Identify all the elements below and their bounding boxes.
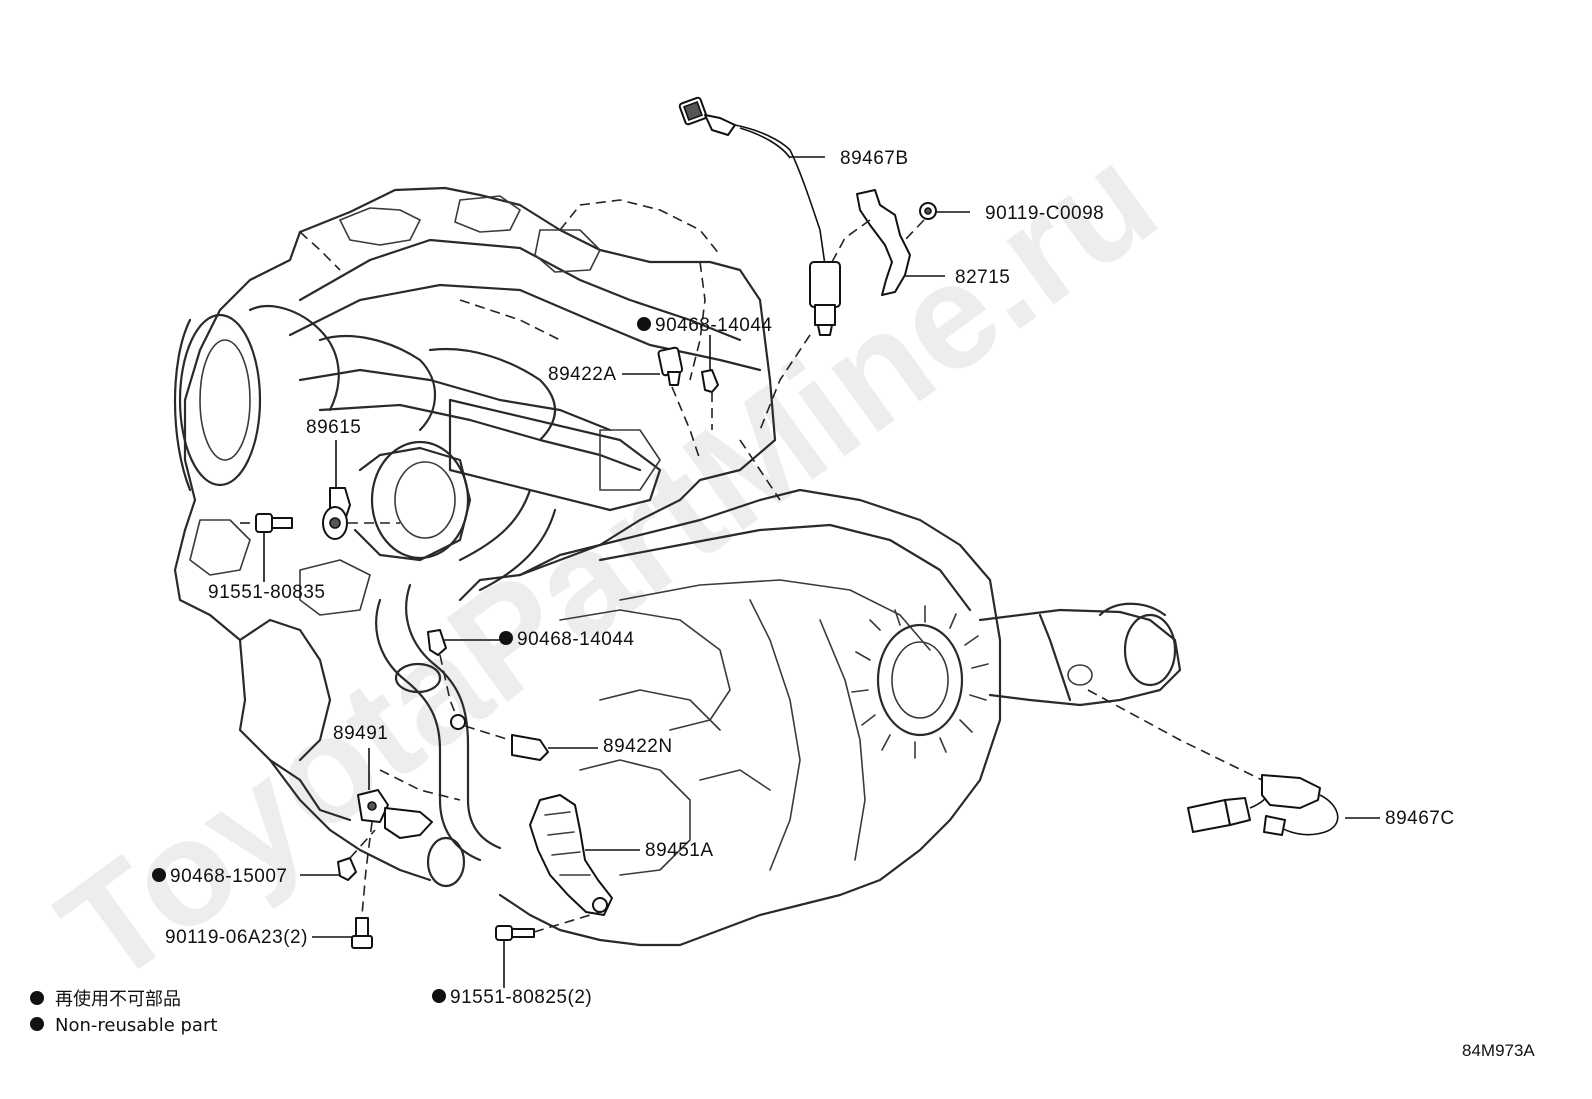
label-89467b: 89467B	[840, 148, 909, 169]
legend-text-jp: 再使用不可部品	[55, 989, 181, 1010]
knock-sensor-89615	[322, 487, 351, 540]
label-89615: 89615	[306, 417, 361, 438]
label-89422n: 89422N	[603, 736, 673, 757]
legend: 再使用不可部品 Non-reusable part	[30, 989, 217, 1036]
label-91551-80835: 91551-80835	[208, 582, 326, 603]
oxygen-sensor-89467c	[1187, 774, 1339, 836]
dash-90119-c0098	[904, 219, 925, 241]
bolt-91551-80825	[495, 925, 535, 941]
legend-marker-jp	[30, 991, 44, 1005]
label-89491: 89491	[333, 723, 388, 744]
engine-assembly-drawing	[173, 186, 1182, 947]
dash-89422a	[671, 386, 701, 461]
clip-90468-14044-mid	[427, 629, 447, 656]
clip-90468-15007	[337, 857, 357, 881]
label-90468-15007: 90468-15007	[170, 866, 288, 887]
dash-89467b	[759, 334, 811, 431]
oxygen-sensor-89467b	[678, 96, 841, 336]
label-90119-06a23: 90119-06A23(2)	[165, 927, 308, 948]
dash-90468-15007	[349, 829, 376, 859]
clamp-82715	[856, 189, 911, 296]
bolt-91551-80835	[255, 513, 293, 533]
label-82715: 82715	[955, 267, 1010, 288]
bolt-90119-06a23	[351, 917, 373, 949]
sensor-89422n	[450, 714, 549, 761]
label-89422a: 89422A	[548, 364, 617, 385]
speed-sensor-89491	[357, 789, 433, 839]
label-89451a: 89451A	[645, 840, 714, 861]
non-reusable-marker-91551-80825	[432, 989, 446, 1003]
neutral-switch-89451a	[529, 794, 613, 916]
dash-91551-80825	[533, 911, 601, 933]
legend-marker-en	[30, 1017, 44, 1031]
dash-89491	[361, 821, 373, 916]
label-90468-14044-mid: 90468-14044	[517, 629, 635, 650]
non-reusable-marker-90468-15007	[152, 868, 166, 882]
dash-82715	[831, 219, 871, 263]
label-90468-14044-top: 90468-14044	[655, 315, 773, 336]
label-89467c: 89467C	[1385, 808, 1455, 829]
bolt-90119-c0098	[919, 202, 937, 220]
dash-89467c	[1087, 689, 1263, 781]
non-reusable-marker-90468-14044-top	[637, 317, 651, 331]
label-90119-c0098: 90119-C0098	[985, 203, 1104, 224]
dash-89422n	[464, 725, 511, 741]
diagram-reference-code: 84M973A	[1462, 1041, 1535, 1060]
sensor-89422a	[657, 346, 684, 386]
label-91551-80825: 91551-80825(2)	[450, 987, 592, 1008]
non-reusable-marker-90468-14044-mid	[499, 631, 513, 645]
clip-90468-14044-top	[701, 369, 719, 393]
legend-text-en: Non-reusable part	[55, 1015, 217, 1036]
